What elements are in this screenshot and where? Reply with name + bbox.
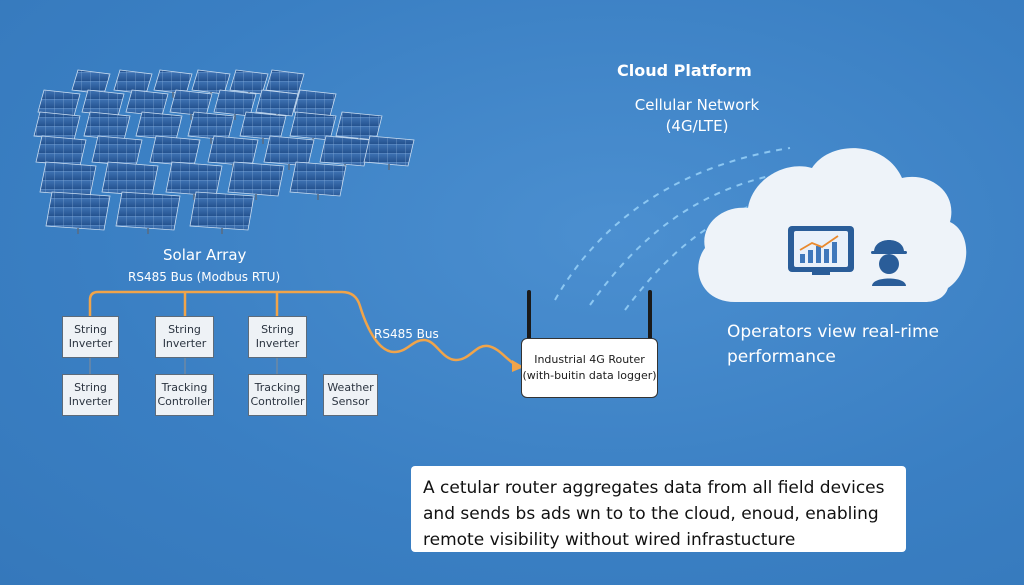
signal-arc-1 [554,147,791,301]
rs485-bus-lines [88,290,519,368]
cellular-network-label: Cellular Network (4G/LTE) [634,96,760,135]
solar-array-panels [33,69,415,234]
caption-box: A cetular router aggregates data from al… [411,466,906,552]
string-inverter-box-2: String Inverter [155,316,214,358]
weather-sensor-label: Weather Sensor [327,381,374,408]
solar-array-label: Solar Array [163,246,247,264]
weather-sensor-box: Weather Sensor [323,374,378,416]
signal-arc-2 [589,169,801,306]
solar-panel-icon [227,161,285,200]
antenna-icon [527,290,652,342]
industrial-4g-router: Industrial 4G Router (with-buitin data l… [521,338,658,398]
tracking-controller-box-2: Tracking Controller [248,374,307,416]
solar-panel-icon [115,191,181,234]
string-inverter-box-4: String Inverter [62,374,119,416]
device-connectors [89,358,278,374]
router-label: Industrial 4G Router (with-buitin data l… [522,353,657,382]
cloud-platform-label: Cloud Platform [617,61,752,80]
string-inverter-label: String Inverter [162,323,207,350]
tracking-controller-box-1: Tracking Controller [155,374,214,416]
string-inverter-box-1: String Inverter [62,316,119,358]
rs485-bus-label: RS485 Bus [374,327,439,341]
operators-view-label: Operators view real-rime performance [727,322,939,367]
string-inverter-label: String Inverter [68,323,113,350]
tracking-controller-label: Tracking Controller [157,381,212,408]
tablet-chart-icon [788,226,854,275]
solar-panel-icon [289,161,347,200]
operator-helmet-icon [871,240,907,286]
rs485-main-bus-label: RS485 Bus (Modbus RTU) [128,270,281,284]
tracking-controller-label: Tracking Controller [250,381,305,408]
solar-panel-icon [45,191,111,234]
string-inverter-label: String Inverter [255,323,300,350]
solar-panel-icon [363,135,415,170]
cloud-shape [698,148,967,302]
string-inverter-box-3: String Inverter [248,316,307,358]
solar-panel-icon [189,191,255,234]
caption-text: A cetular router aggregates data from al… [423,478,885,550]
rs485-bus-path [88,290,519,368]
bus-arrowhead [512,360,524,372]
string-inverter-label: String Inverter [68,381,113,408]
